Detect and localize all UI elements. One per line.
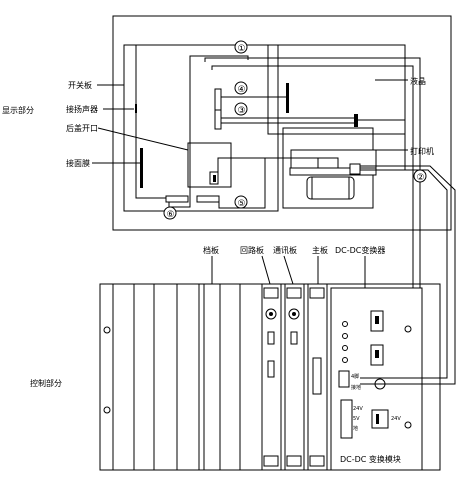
connector-4 bbox=[214, 88, 222, 114]
switch-board-inner-line bbox=[135, 45, 170, 199]
dcdc-led bbox=[342, 333, 348, 339]
label-display-section: 显示部分 bbox=[2, 105, 34, 115]
loop-board-knob bbox=[265, 308, 277, 320]
dcdc-label-gnd: 地 bbox=[353, 425, 358, 432]
loop-board-handle bbox=[263, 287, 279, 299]
control-slots bbox=[112, 284, 263, 470]
main-board-handle-bottom bbox=[309, 455, 325, 467]
wire-loop-lcd-b bbox=[211, 65, 414, 270]
dcdc-ground-screw bbox=[374, 378, 386, 390]
connector-6 bbox=[165, 195, 189, 203]
dcdc-screw bbox=[404, 421, 412, 429]
left-screw bbox=[103, 326, 111, 334]
label-switch-board: 开关板 bbox=[68, 80, 92, 90]
wire-1 bbox=[168, 55, 249, 208]
loop-board-handle-bottom bbox=[263, 455, 279, 467]
dcdc-module-pin bbox=[376, 414, 379, 424]
callout-4: ④ bbox=[234, 81, 248, 95]
label-rear-cover-opening: 后盖开口 bbox=[66, 123, 98, 133]
wire-2-a bbox=[360, 165, 456, 385]
left-screw bbox=[103, 406, 111, 414]
display-cabinet-frame bbox=[112, 15, 452, 231]
lcd-right-connector bbox=[354, 114, 358, 127]
wire-rear-cover bbox=[217, 157, 265, 172]
label-touch-panel: 接面膜 bbox=[66, 158, 90, 168]
switch-board-outline bbox=[123, 44, 279, 212]
loop-board-knob-center bbox=[269, 312, 273, 316]
dcdc-label-24v: 24V bbox=[353, 406, 363, 412]
dcdc-led bbox=[342, 357, 348, 363]
comm-board-knob-center bbox=[292, 312, 296, 316]
main-board-handle bbox=[309, 287, 325, 299]
comm-board bbox=[284, 283, 305, 471]
loop-board-terminal bbox=[267, 360, 275, 378]
loop-board bbox=[261, 283, 282, 471]
dcdc-led bbox=[342, 345, 348, 351]
callout-6: ⑥ bbox=[163, 206, 177, 220]
wire-lcd-down bbox=[358, 119, 406, 170]
dcdc-switch-bottom-toggle bbox=[375, 350, 379, 358]
callout-2: ② bbox=[413, 169, 427, 183]
printer-roller bbox=[306, 176, 355, 200]
dcdc-input-terminal bbox=[338, 370, 350, 388]
wire-loop-lcd-a bbox=[204, 57, 421, 270]
label-main-board: 主板 bbox=[312, 245, 328, 255]
lcd-outline bbox=[267, 44, 406, 135]
label-dcdc-module: DC-DC 变换模块 bbox=[340, 454, 401, 464]
loop-board-port bbox=[267, 331, 275, 345]
speaker-marker bbox=[135, 104, 137, 113]
callout-3: ③ bbox=[234, 102, 248, 116]
svg-text:⑤: ⑤ bbox=[238, 199, 246, 209]
label-speaker: 接扬声器 bbox=[66, 104, 98, 114]
dcdc-label-ground: 接地 bbox=[351, 384, 361, 391]
svg-text:④: ④ bbox=[238, 85, 246, 95]
label-lcd: 液晶 bbox=[410, 76, 426, 86]
main-board-terminal bbox=[312, 357, 322, 395]
connector-5 bbox=[196, 195, 220, 203]
callout-1: ① bbox=[234, 40, 248, 54]
wire-5 bbox=[218, 157, 318, 209]
svg-text:②: ② bbox=[417, 173, 425, 183]
dcdc-label-pin4: 4脚 bbox=[351, 373, 359, 380]
label-printer: 打印机 bbox=[410, 146, 434, 156]
leader-comm-board bbox=[283, 255, 294, 285]
label-control-section: 控制部分 bbox=[30, 378, 62, 388]
svg-text:⑥: ⑥ bbox=[167, 210, 175, 220]
dcdc-converter bbox=[330, 287, 423, 471]
printer-connector bbox=[349, 163, 361, 175]
comm-board-handle bbox=[286, 287, 302, 299]
label-slot-board: 档板 bbox=[203, 245, 219, 255]
dcdc-led bbox=[342, 321, 348, 327]
dcdc-output-terminal bbox=[340, 399, 353, 439]
rear-cover-connector-pin bbox=[213, 175, 216, 182]
leader-loop-board bbox=[261, 255, 271, 285]
leader-rear-cover bbox=[97, 127, 189, 151]
label-dcdc-converter: DC-DC变换器 bbox=[335, 245, 385, 255]
dcdc-label-5v: 5V bbox=[353, 416, 360, 422]
callout-5: ⑤ bbox=[234, 195, 248, 209]
dcdc-switch-top-toggle bbox=[375, 316, 379, 324]
touch-panel-bar bbox=[140, 148, 143, 188]
printer-head bbox=[317, 157, 339, 169]
svg-text:③: ③ bbox=[238, 106, 246, 116]
lcd-connector-bar bbox=[286, 83, 289, 113]
rear-cover-opening-box bbox=[187, 142, 232, 188]
label-comm-board: 通讯板 bbox=[273, 245, 297, 255]
dcdc-label-24v-out: 24V bbox=[391, 416, 401, 422]
comm-board-knob bbox=[288, 308, 300, 320]
printer-base bbox=[289, 167, 377, 176]
comm-board-handle-bottom bbox=[286, 455, 302, 467]
comm-board-port bbox=[290, 331, 298, 345]
svg-text:①: ① bbox=[238, 44, 246, 54]
label-loop-board: 回路板 bbox=[240, 245, 264, 255]
dcdc-screw bbox=[404, 325, 412, 333]
dcdc-module-block bbox=[371, 409, 389, 429]
connector-3 bbox=[214, 109, 222, 130]
